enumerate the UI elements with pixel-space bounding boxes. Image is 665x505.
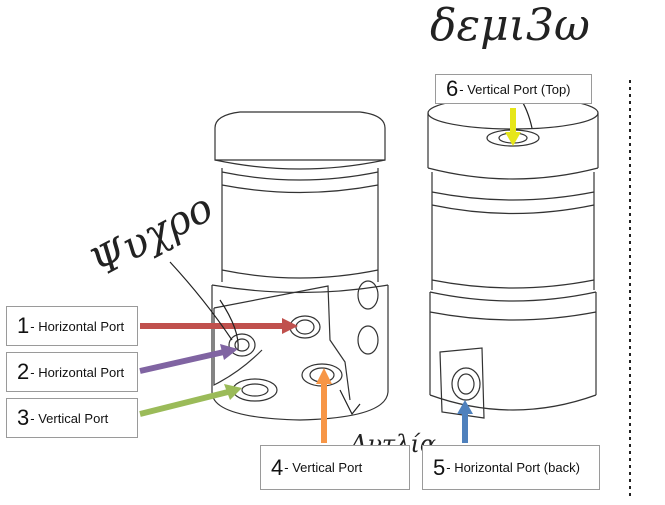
port-description: - Vertical Port [284,460,363,475]
label-port-4: 4 - Vertical Port [260,445,410,490]
port-description: - Horizontal Port [30,364,125,380]
label-port-1: 1 - Horizontal Port [6,306,138,346]
arrow-port-6 [505,108,521,146]
port-number: 6 [446,76,459,101]
label-port-6: 6 - Vertical Port (Top) [435,74,592,104]
port-description: - Vertical Port [30,410,109,426]
port-number: 4 [271,454,284,480]
port-number: 1 [17,313,30,338]
port-number: 5 [433,454,446,480]
left-fitting-body [211,111,389,421]
handwriting-top: δεμι3ω [430,0,590,51]
arrow-port-2 [139,344,238,374]
port-number: 3 [17,405,30,430]
right-fitting-body [427,96,599,419]
arrow-port-3 [139,384,242,417]
label-port-3: 3 - Vertical Port [6,398,138,438]
port-description: - Horizontal Port (back) [446,460,580,475]
port-description: - Vertical Port (Top) [459,81,571,97]
arrow-port-1 [140,318,298,334]
arrow-port-4 [316,368,332,443]
port-number: 2 [17,359,30,384]
label-port-5: 5 - Horizontal Port (back) [422,445,600,490]
label-port-2: 2 - Horizontal Port [6,352,138,392]
handwriting-left: Ψυχρο [83,185,220,287]
arrow-port-5 [457,400,473,443]
port-description: - Horizontal Port [30,318,125,334]
